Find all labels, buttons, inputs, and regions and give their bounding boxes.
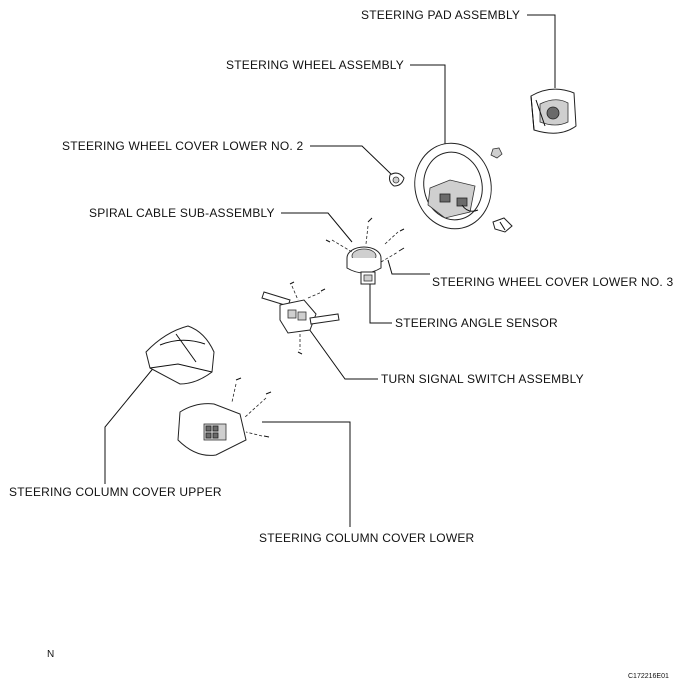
spiral-cable-part <box>325 217 405 274</box>
steering-wheel-part <box>414 142 492 230</box>
leader-steering-wheel <box>410 64 446 148</box>
label-steering-wheel-assembly: STEERING WHEEL ASSEMBLY <box>226 58 404 72</box>
steering-pad-part <box>530 88 577 134</box>
label-spiral-cable-sub-assembly: SPIRAL CABLE SUB-ASSEMBLY <box>89 206 275 220</box>
leader-lines <box>104 14 556 527</box>
leader-spiral-cable <box>281 212 353 243</box>
label-steering-column-cover-lower: STEERING COLUMN COVER LOWER <box>259 531 475 545</box>
leader-steering-pad <box>527 14 556 88</box>
label-steering-pad-assembly: STEERING PAD ASSEMBLY <box>361 8 521 22</box>
leader-turn-signal <box>303 321 378 380</box>
label-turn-signal-switch-assembly: TURN SIGNAL SWITCH ASSEMBLY <box>381 372 584 386</box>
figure-code: C172216E01 <box>628 673 669 680</box>
leader-cover-lower-no2 <box>310 145 393 176</box>
leader-column-lower <box>262 421 351 527</box>
column-cover-lower-part <box>177 377 272 456</box>
direction-mark: N <box>47 649 55 660</box>
turn-signal-switch-part <box>261 281 340 355</box>
label-steering-angle-sensor: STEERING ANGLE SENSOR <box>395 316 558 330</box>
column-cover-upper-part <box>145 325 215 385</box>
leader-cover-lower-no3 <box>387 259 430 275</box>
cover-lower-no2-part <box>389 172 405 187</box>
cover-lower-no3-part <box>492 217 513 233</box>
steering-angle-sensor-part <box>360 271 376 285</box>
leader-angle-sensor <box>369 284 392 324</box>
wheel-nut <box>490 147 503 159</box>
leader-column-upper <box>104 359 161 484</box>
label-steering-wheel-cover-lower-no3: STEERING WHEEL COVER LOWER NO. 3 <box>432 275 674 289</box>
label-steering-column-cover-upper: STEERING COLUMN COVER UPPER <box>9 485 222 499</box>
label-steering-wheel-cover-lower-no2: STEERING WHEEL COVER LOWER NO. 2 <box>62 139 304 153</box>
